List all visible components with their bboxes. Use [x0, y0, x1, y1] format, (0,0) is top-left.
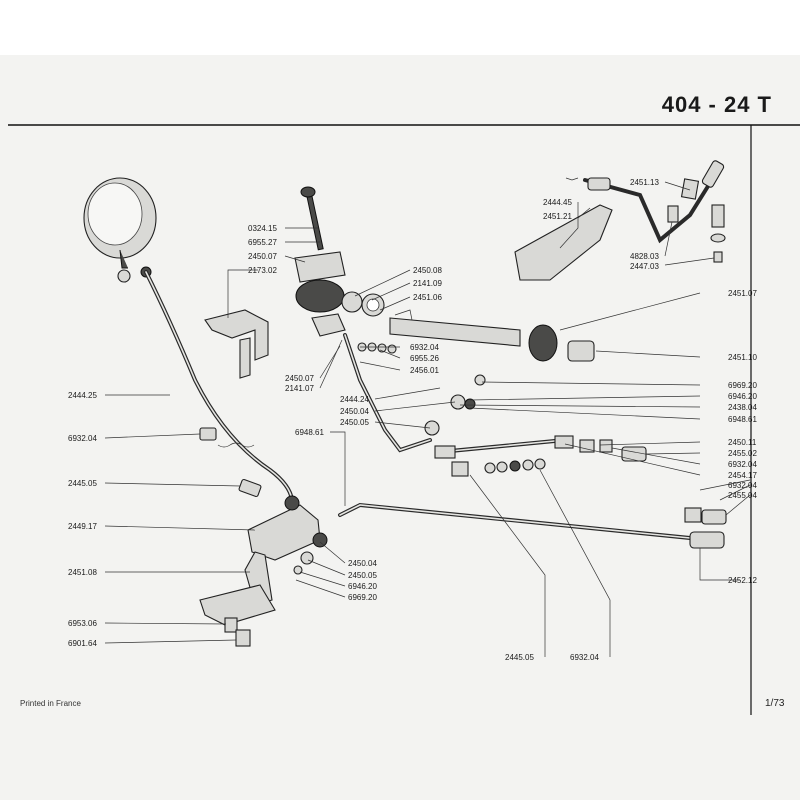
part-label: 6901.64 [68, 639, 97, 648]
part-label: 6932.04 [570, 653, 599, 662]
page-sheet [0, 55, 800, 800]
plate-2451-21 [514, 204, 613, 281]
printed-in-note: Printed in France [20, 699, 81, 708]
part-label: 2445.05 [505, 653, 534, 662]
part-label: 2444.45 [543, 198, 572, 207]
part-label: 2454.17 [728, 471, 757, 480]
part-label: 6946.20 [728, 392, 757, 401]
cable-assembly-top-right [565, 160, 726, 263]
rod-end-right [684, 479, 751, 549]
part-label: 2451.06 [413, 293, 442, 302]
part-label: 2451.08 [68, 568, 97, 577]
part-label: 4828.03 [630, 252, 659, 261]
part-label: 2450.04 [348, 559, 377, 568]
part-label: 6946.20 [348, 582, 377, 591]
part-label: 2455.04 [728, 491, 757, 500]
mirror-housing [83, 177, 157, 283]
part-label: 2450.05 [348, 571, 377, 580]
part-label: 2455.02 [728, 449, 757, 458]
part-label: 6953.06 [68, 619, 97, 628]
part-label: 2450.11 [728, 438, 757, 447]
part-label: 2141.07 [285, 384, 314, 393]
selector-shaft [389, 309, 595, 362]
part-label: 6955.26 [410, 354, 439, 363]
rod-2452-12 [338, 502, 712, 544]
part-label: 6932.04 [728, 460, 757, 469]
part-label: 2450.04 [340, 407, 369, 416]
part-label: 2447.03 [630, 262, 659, 271]
part-label: 6948.61 [728, 415, 757, 424]
part-label: 6932.04 [728, 481, 757, 490]
gear-lever-assembly [294, 186, 385, 337]
part-label: 2451.13 [630, 178, 659, 187]
spring-and-bushing-left [199, 427, 262, 498]
part-label: 0324.15 [248, 224, 277, 233]
bracket-2173-02 [204, 309, 269, 379]
part-label: 6969.20 [728, 381, 757, 390]
part-label: 2449.17 [68, 522, 97, 531]
part-label: 6955.27 [248, 238, 277, 247]
rod-group-center-right [434, 435, 647, 477]
part-label: 2450.08 [413, 266, 442, 275]
page-title: 404 - 24 T [661, 92, 772, 117]
part-label: 6932.04 [68, 434, 97, 443]
part-label: 6932.04 [410, 343, 439, 352]
part-label: 6969.20 [348, 593, 377, 602]
part-label: 2450.05 [340, 418, 369, 427]
rod-2444-25 [144, 270, 294, 502]
part-label: 2444.25 [68, 391, 97, 400]
relay-lever-assembly [199, 495, 328, 647]
part-label: 6948.61 [295, 428, 324, 437]
part-label: 2141.09 [413, 279, 442, 288]
page-number: 1/73 [765, 698, 785, 709]
part-label: 2444.24 [340, 395, 369, 404]
part-label: 2452.12 [728, 576, 757, 585]
part-number-labels: 0324.15 6955.27 2450.07 2173.02 2450.08 … [68, 178, 757, 662]
part-label: 2450.07 [248, 252, 277, 261]
part-label: 2456.01 [410, 366, 439, 375]
leader-lines [104, 181, 751, 657]
part-label: 2451.07 [728, 289, 757, 298]
part-label: 2450.07 [285, 374, 314, 383]
rod-2444-25-highlight [145, 271, 293, 501]
part-label: 2173.02 [248, 266, 277, 275]
part-label: 2438.04 [728, 403, 757, 412]
part-label: 2451.10 [728, 353, 757, 362]
part-label: 2445.05 [68, 479, 97, 488]
part-label: 2451.21 [543, 212, 572, 221]
